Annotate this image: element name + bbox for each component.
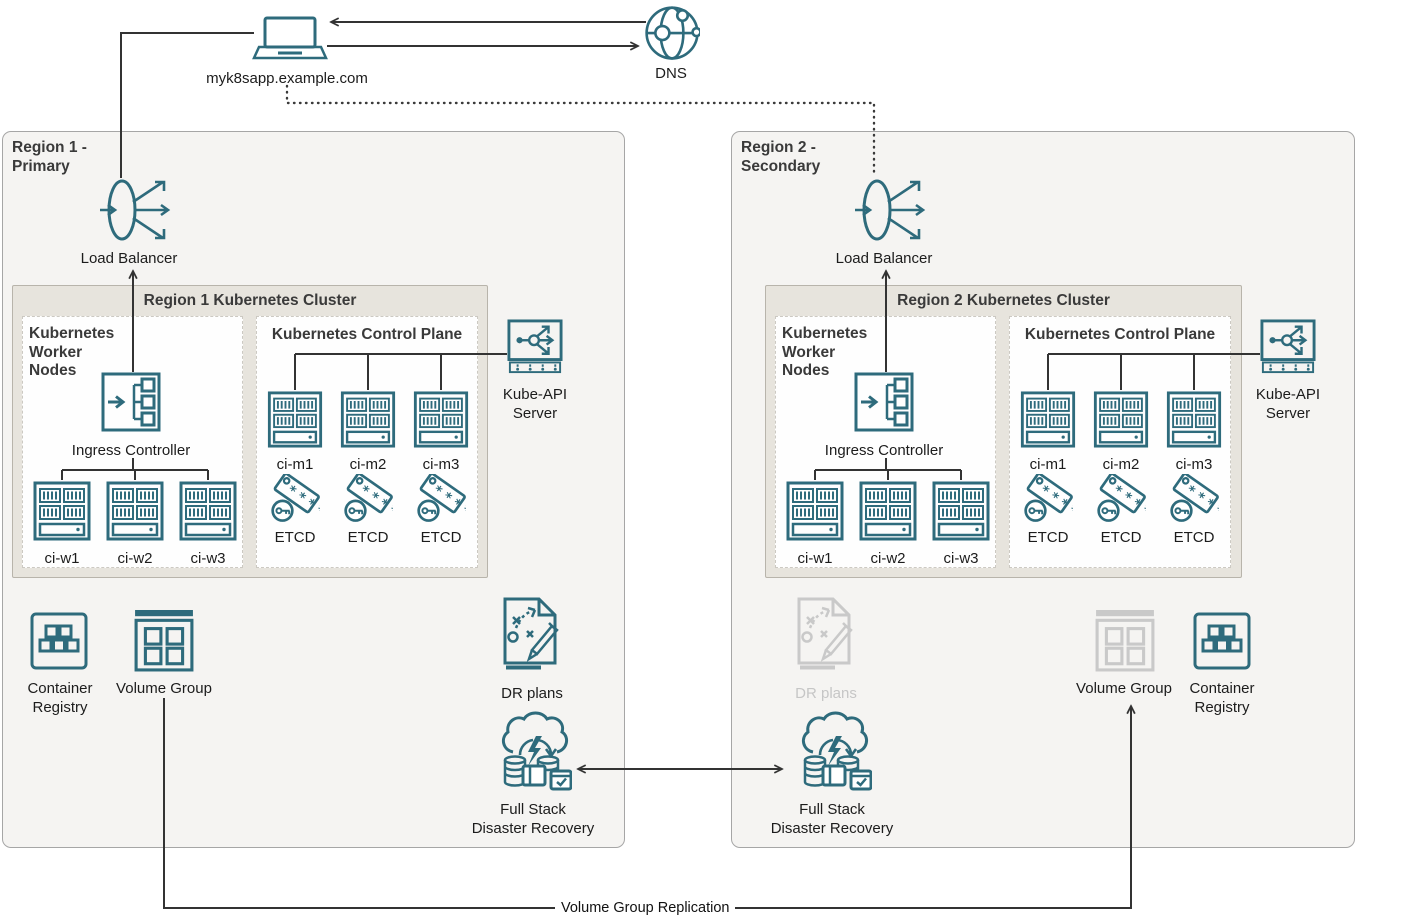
load-balancer-label: Load Balancer (835, 250, 933, 267)
etcd-key-tag-icon (416, 474, 466, 526)
worker-node-label: ci-w1 (797, 550, 833, 567)
volume-group-icon (134, 610, 194, 672)
server-icon (1019, 391, 1077, 448)
etcd-key-tag-icon (1096, 474, 1146, 526)
worker-node-label: ci-w2 (870, 550, 906, 567)
full-stack-dr-icon (496, 710, 572, 794)
region-2-control-panel-title: Kubernetes Control Plane (1024, 326, 1216, 343)
server-icon (1165, 391, 1223, 448)
master-node-label: ci-m1 (276, 456, 314, 473)
ingress-controller-label: Ingress Controller (71, 442, 191, 459)
volume-group-icon (1095, 610, 1155, 672)
server-icon (266, 391, 324, 448)
region-1-control-panel-title: Kubernetes Control Plane (271, 326, 463, 343)
region-2-title: Region 2 - Secondary (741, 139, 821, 175)
volume-group-label: Volume Group (1076, 680, 1172, 697)
server-icon (859, 481, 917, 541)
ingress-controller-icon (101, 372, 161, 432)
etcd-label: ETCD (1100, 529, 1142, 546)
dr-plans-label: DR plans (795, 685, 857, 702)
kube-api-server-icon (1260, 319, 1316, 375)
server-icon (33, 481, 91, 541)
server-icon (339, 391, 397, 448)
load-balancer-icon (100, 176, 178, 244)
region-1-cluster-title: Region 1 Kubernetes Cluster (143, 292, 357, 309)
full-stack-dr-label: Full Stack Disaster Recovery (471, 801, 595, 838)
dr-plans-icon (793, 596, 857, 672)
region-2-cluster-title: Region 2 Kubernetes Cluster (897, 292, 1110, 309)
worker-node-label: ci-w2 (117, 550, 153, 567)
client-hostname-label: myk8sapp.example.com (206, 70, 368, 87)
laptop-icon (252, 16, 328, 60)
kube-api-server-label: Kube-API Server (1255, 386, 1321, 423)
ingress-controller-label: Ingress Controller (824, 442, 944, 459)
dns-label: DNS (655, 65, 687, 82)
master-node-label: ci-m2 (349, 456, 387, 473)
kube-api-server-icon (507, 319, 563, 375)
dns-globe-icon (644, 5, 700, 61)
worker-node-label: ci-w3 (943, 550, 979, 567)
server-icon (1092, 391, 1150, 448)
container-registry-label: Container Registry (1189, 680, 1255, 717)
master-node-label: ci-m2 (1102, 456, 1140, 473)
container-registry-label: Container Registry (27, 680, 93, 717)
etcd-key-tag-icon (270, 474, 320, 526)
region-1-worker-panel-title: Kubernetes Worker Nodes (29, 325, 115, 380)
load-balancer-label: Load Balancer (80, 250, 178, 267)
server-icon (786, 481, 844, 541)
worker-node-label: ci-w3 (190, 550, 226, 567)
server-icon (932, 481, 990, 541)
volume-group-label: Volume Group (116, 680, 212, 697)
dr-plans-icon (499, 596, 563, 672)
full-stack-dr-icon (796, 710, 872, 794)
etcd-label: ETCD (420, 529, 462, 546)
server-icon (412, 391, 470, 448)
container-registry-icon (1193, 612, 1251, 670)
dr-plans-label: DR plans (501, 685, 563, 702)
master-node-label: ci-m3 (1175, 456, 1213, 473)
master-node-label: ci-m1 (1029, 456, 1067, 473)
full-stack-dr-label: Full Stack Disaster Recovery (770, 801, 894, 838)
ingress-controller-icon (854, 372, 914, 432)
etcd-label: ETCD (347, 529, 389, 546)
etcd-label: ETCD (274, 529, 316, 546)
server-icon (106, 481, 164, 541)
etcd-key-tag-icon (343, 474, 393, 526)
etcd-label: ETCD (1027, 529, 1069, 546)
etcd-label: ETCD (1173, 529, 1215, 546)
volume-group-replication-label: Volume Group Replication (555, 899, 736, 918)
master-node-label: ci-m3 (422, 456, 460, 473)
region-2-worker-panel-title: Kubernetes Worker Nodes (782, 325, 868, 380)
container-registry-icon (30, 612, 88, 670)
worker-node-label: ci-w1 (44, 550, 80, 567)
kube-api-server-label: Kube-API Server (502, 386, 568, 423)
etcd-key-tag-icon (1023, 474, 1073, 526)
etcd-key-tag-icon (1169, 474, 1219, 526)
region-1-title: Region 1 - Primary (12, 139, 87, 175)
server-icon (179, 481, 237, 541)
load-balancer-icon (855, 176, 933, 244)
